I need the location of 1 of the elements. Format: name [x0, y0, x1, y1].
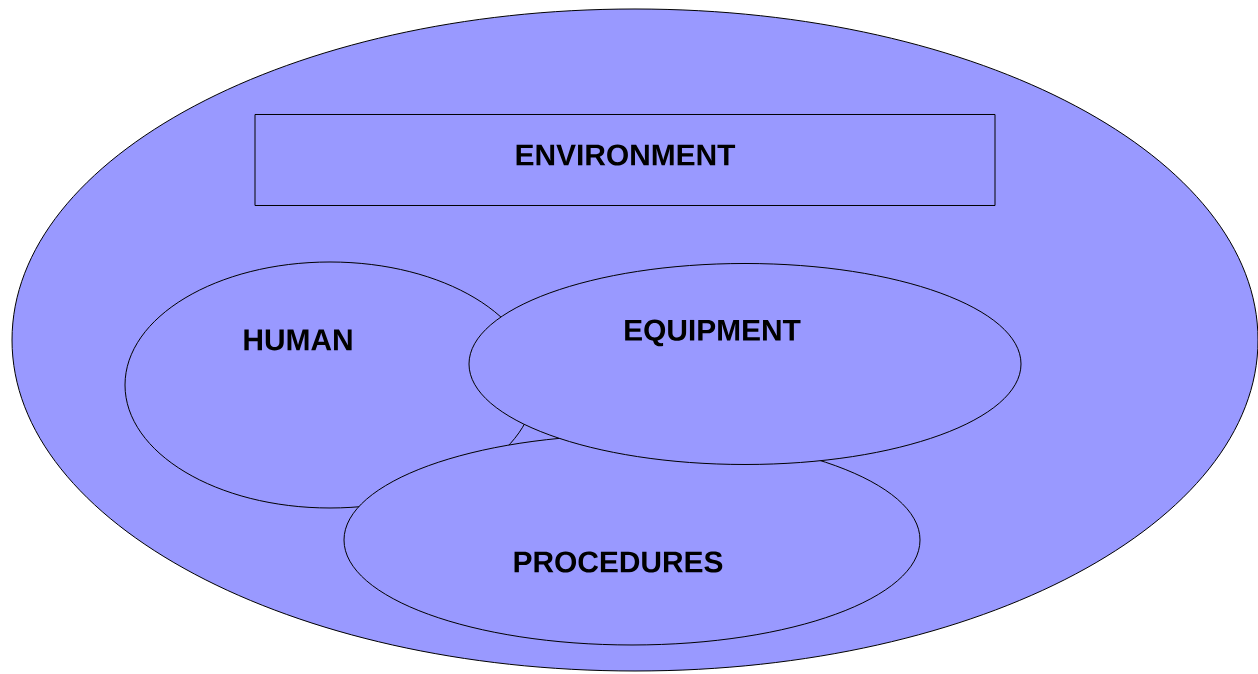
label-box: ENVIRONMENT	[254, 114, 996, 206]
